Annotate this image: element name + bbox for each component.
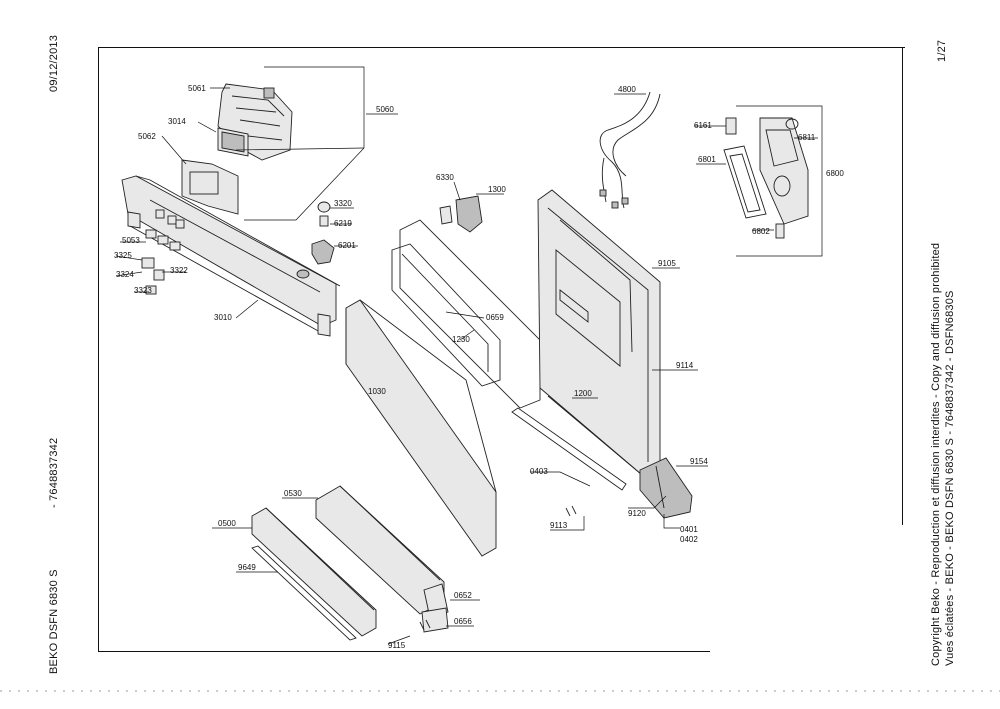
part-label: 9115	[388, 641, 406, 650]
part-label: 0500	[218, 519, 236, 528]
part-label: 5060	[376, 105, 394, 114]
part-label: 9113	[550, 521, 568, 530]
part-label: 9120	[628, 509, 646, 518]
inner-door-liner-1200	[537, 189, 661, 481]
part-label: 6800	[826, 169, 844, 178]
part-label: 9114	[676, 361, 694, 370]
seal-1230	[391, 243, 501, 387]
part-label: 4800	[618, 85, 636, 94]
part-label: 1230	[452, 335, 470, 344]
switch-parts-3320-6219-6201	[311, 201, 335, 265]
gasket-strip-0403	[511, 407, 627, 491]
part-label: 6161	[694, 121, 712, 130]
part-label: 3323	[134, 286, 152, 295]
part-label: 3322	[170, 266, 188, 275]
part-label: 1300	[488, 185, 506, 194]
part-label: 5053	[122, 236, 140, 245]
dispenser-gasket-6801	[723, 145, 767, 219]
part-label: 9154	[690, 457, 708, 466]
part-label: 9105	[658, 259, 676, 268]
button-keys-5053	[145, 229, 181, 251]
scan-artifact	[0, 690, 1000, 692]
kickplate-strip-9649	[251, 545, 357, 641]
drawing-frame-right	[902, 47, 903, 525]
clip-6161	[725, 117, 737, 135]
part-label: 3324	[116, 270, 134, 279]
part-label: 0652	[454, 591, 472, 600]
part-label: 1200	[574, 389, 592, 398]
part-label: 6801	[698, 155, 716, 164]
part-label: 3014	[168, 117, 186, 126]
part-label: 3325	[114, 251, 132, 260]
display-cover-5062	[181, 159, 239, 215]
control-panel-3010	[121, 175, 341, 337]
part-label: 6201	[338, 241, 356, 250]
part-label: 3010	[214, 313, 232, 322]
small-parts-3322-3325	[141, 257, 165, 295]
part-label: 3320	[334, 199, 352, 208]
part-label: 0659	[486, 313, 504, 322]
insulation-0659	[399, 219, 541, 409]
leader-lines	[115, 87, 818, 645]
part-label: 6811	[798, 133, 816, 142]
part-label: 6330	[436, 173, 454, 182]
part-label: 9649	[238, 563, 256, 572]
part-label: 0402	[680, 535, 698, 544]
dispenser-6800	[759, 117, 809, 225]
part-label: 6802	[752, 227, 770, 236]
display-module-3014	[217, 127, 249, 157]
part-label: 0403	[530, 467, 548, 476]
drawing-frame-bottom	[98, 651, 710, 652]
part-label: 0656	[454, 617, 472, 626]
kickplate-0500	[251, 507, 377, 637]
lever-6802	[775, 223, 785, 239]
hinge-bracket-6330-1300	[439, 195, 483, 233]
part-label: 6219	[334, 219, 352, 228]
part-label: 0401	[680, 525, 698, 534]
outer-panel-1030	[345, 299, 497, 557]
screws-9113-9115	[419, 505, 577, 631]
part-label: 1030	[368, 387, 386, 396]
part-label: 5062	[138, 132, 156, 141]
part-label: 5061	[188, 84, 206, 93]
part-label: 0530	[284, 489, 302, 498]
drawing-frame	[98, 47, 905, 652]
wiring-harness-4800	[599, 91, 661, 209]
door-hinge-9120	[639, 457, 693, 519]
